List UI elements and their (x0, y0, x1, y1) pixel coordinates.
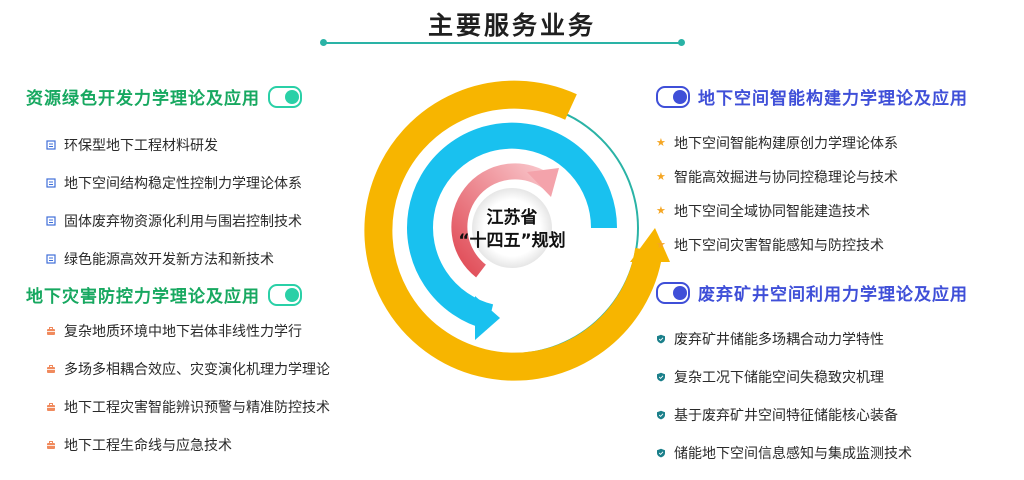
section-title-text: 资源绿色开发力学理论及应用 (26, 89, 260, 109)
list-item: 废弃矿井储能多场耦合动力学特性 (656, 320, 912, 358)
list-item: 复杂地质环境中地下岩体非线性力学行 (46, 312, 330, 350)
list-item: 地下工程生命线与应急技术 (46, 426, 330, 464)
toggle-icon (656, 85, 690, 108)
list-item: ★地下空间灾害智能感知与防控技术 (656, 238, 884, 254)
document-icon (46, 178, 56, 188)
list-item: 多场多相耦合效应、灾变演化机理力学理论 (46, 350, 330, 388)
star-icon: ★ (656, 238, 666, 251)
shield-icon (657, 448, 665, 458)
section-title-intelligent-construction: 地下空间智能构建力学理论及应用 (656, 84, 968, 109)
shield-icon (657, 372, 665, 382)
center-label-line1: 江苏省 (486, 208, 538, 228)
star-icon: ★ (656, 136, 666, 149)
section-title-text: 废弃矿井空间利用力学理论及应用 (698, 285, 968, 305)
list-item: ★智能高效掘进与协同控稳理论与技术 (656, 170, 898, 186)
cyan-arc (407, 122, 618, 330)
pink-arc (451, 163, 554, 278)
yellow-arrowhead (630, 228, 670, 262)
center-label-line2: “十四五”规划 (458, 231, 566, 251)
document-icon (46, 254, 56, 264)
document-icon (46, 216, 56, 226)
pink-arrowhead (527, 168, 559, 197)
briefcase-icon (47, 327, 55, 335)
document-icon (46, 140, 56, 150)
title-underline (324, 42, 682, 44)
section-title-text: 地下空间智能构建力学理论及应用 (698, 89, 968, 109)
center-circle (472, 188, 552, 268)
title-underline-dot-right (678, 39, 685, 46)
list-item: 基于废弃矿井空间特征储能核心装备 (656, 396, 912, 434)
shield-icon (657, 410, 665, 420)
page-title: 主要服务业务 (427, 11, 596, 40)
section-title-text: 地下灾害防控力学理论及应用 (26, 287, 260, 307)
yellow-arc (364, 80, 663, 381)
star-icon: ★ (656, 170, 666, 183)
list-item: 储能地下空间信息感知与集成监测技术 (656, 434, 912, 472)
list-item: 复杂工况下储能空间失稳致灾机理 (656, 358, 912, 396)
list-item: ★地下空间全域协同智能建造技术 (656, 204, 870, 220)
list-intelligent-construction: ★地下空间智能构建原创力学理论体系 ★智能高效掘进与协同控稳理论与技术 ★地下空… (656, 126, 898, 262)
shield-icon (657, 334, 665, 344)
list-item: 地下工程灾害智能辨识预警与精准防控技术 (46, 388, 330, 426)
section-title-abandoned-mine: 废弃矿井空间利用力学理论及应用 (656, 280, 968, 305)
list-green-development: 环保型地下工程材料研发 地下空间结构稳定性控制力学理论体系 固体废弃物资源化利用… (46, 126, 302, 278)
briefcase-icon (47, 403, 55, 411)
list-item: ★地下空间智能构建原创力学理论体系 (656, 136, 898, 152)
section-title-green-development: 资源绿色开发力学理论及应用 (26, 84, 310, 109)
list-item: 环保型地下工程材料研发 (46, 126, 302, 164)
list-item: 绿色能源高效开发新方法和新技术 (46, 240, 302, 278)
list-abandoned-mine: 废弃矿井储能多场耦合动力学特性 复杂工况下储能空间失稳致灾机理 基于废弃矿井空间… (656, 320, 912, 472)
list-item: 固体废弃物资源化利用与围岩控制技术 (46, 202, 302, 240)
toggle-icon (268, 85, 302, 108)
toggle-icon (268, 283, 302, 306)
cyan-arrowhead (475, 296, 500, 340)
title-underline-dot-left (320, 39, 327, 46)
briefcase-icon (47, 365, 55, 373)
list-disaster-prevention: 复杂地质环境中地下岩体非线性力学行 多场多相耦合效应、灾变演化机理力学理论 地下… (46, 312, 330, 464)
section-title-disaster-prevention: 地下灾害防控力学理论及应用 (26, 282, 310, 307)
star-icon: ★ (656, 204, 666, 217)
list-item: 地下空间结构稳定性控制力学理论体系 (46, 164, 302, 202)
toggle-icon (656, 281, 690, 304)
briefcase-icon (47, 441, 55, 449)
